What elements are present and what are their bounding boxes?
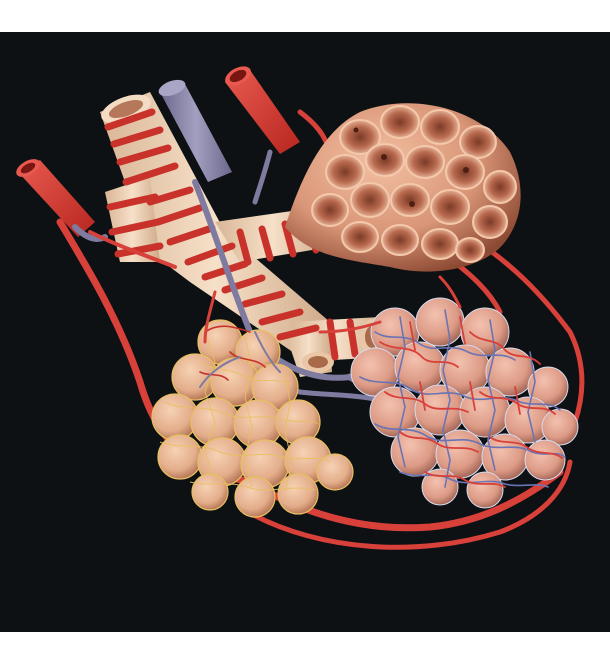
top-border bbox=[0, 0, 610, 32]
alveoli-illustration bbox=[16, 66, 585, 550]
image-canvas bbox=[0, 32, 610, 632]
bronchiole-tree bbox=[100, 92, 385, 377]
bottom-border bbox=[0, 632, 610, 665]
vascular-alveolar-cluster bbox=[350, 297, 579, 509]
feeding-arteries bbox=[88, 230, 462, 344]
artery-stubs bbox=[16, 66, 300, 237]
open-alveolar-sac bbox=[285, 103, 521, 272]
mesh-alveolar-cluster bbox=[151, 319, 354, 518]
